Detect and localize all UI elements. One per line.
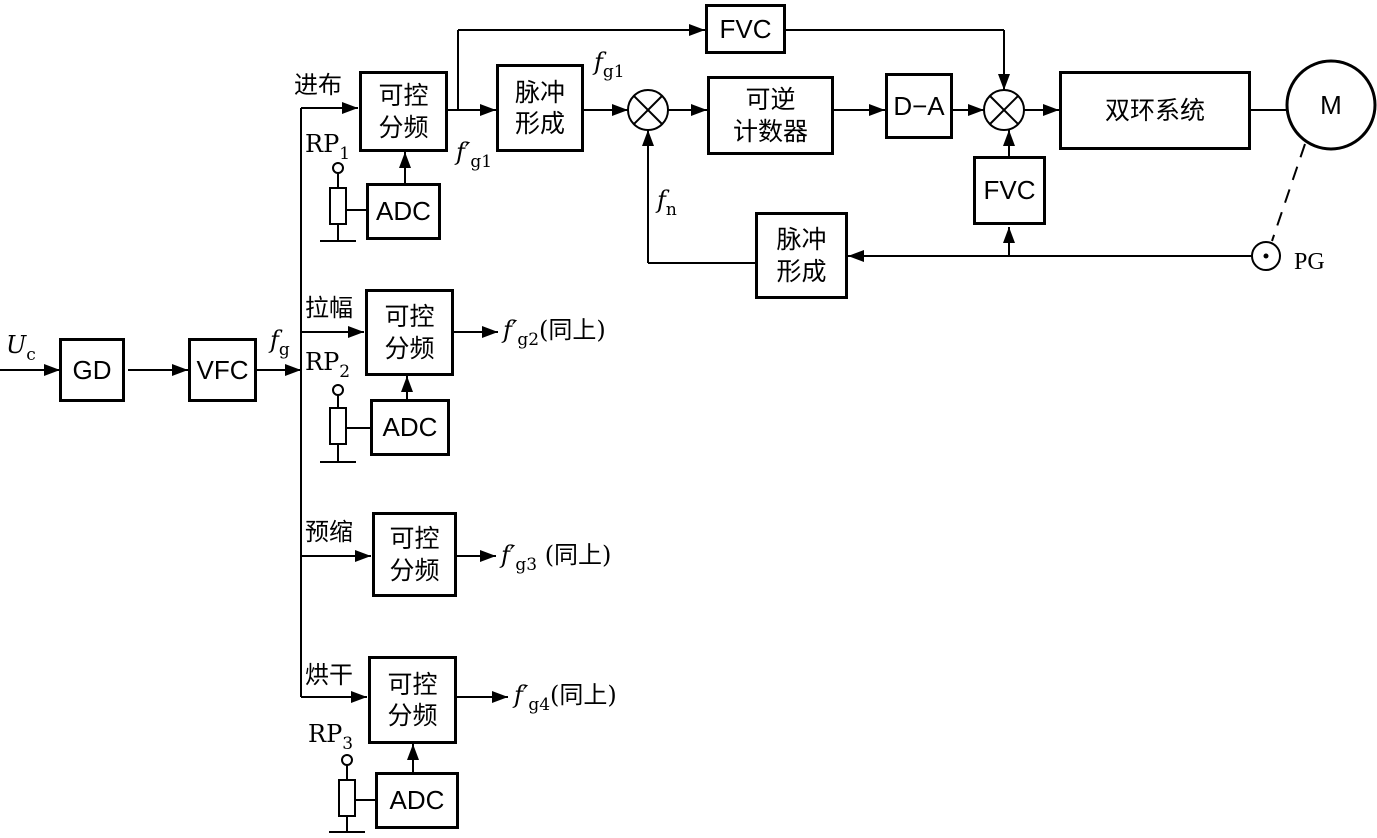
counter-label-line1: 可逆: [745, 85, 796, 115]
pulse-forming-block-top: 脉冲 形成: [496, 64, 584, 152]
gd-label: GD: [72, 354, 112, 385]
divider-label-line1: 可控: [378, 81, 429, 111]
divider-label-line1: 可控: [384, 302, 435, 332]
pg-label: PG: [1294, 249, 1325, 275]
vfc-label: VFC: [196, 354, 249, 385]
branch-label-3: 预缩: [305, 518, 353, 546]
divider-block-2: 可控 分频: [365, 289, 454, 376]
divider-block-1: 可控 分频: [359, 71, 448, 152]
adc-block-1: ADC: [366, 183, 441, 240]
input-signal-label: Uc: [6, 331, 36, 365]
motor-label-box: M: [1291, 65, 1371, 145]
motor-label: M: [1320, 89, 1342, 120]
branch-label-4: 烘干: [305, 661, 353, 689]
arrow-head: [480, 104, 496, 116]
arrow-head: [172, 364, 188, 376]
fg1-prime-label: f′g1: [456, 138, 493, 172]
fg1-label: fg1: [594, 48, 625, 82]
vfc-block: VFC: [188, 338, 257, 402]
divider-label-line2: 分频: [389, 555, 440, 585]
branch-label-1: 进布: [294, 71, 342, 99]
fg4-output-label: f′g4(同上): [514, 681, 617, 715]
divider-label-line2: 分频: [378, 112, 429, 142]
da-block: D−A: [885, 73, 953, 139]
arrow-head: [348, 326, 364, 338]
arrow-head: [612, 104, 628, 116]
arrow-head: [480, 550, 496, 562]
pulse-forming-label-line1: 脉冲: [514, 77, 565, 107]
arrow-head: [355, 550, 371, 562]
fvc-block-lower: FVC: [973, 156, 1046, 225]
pulse-forming-label-line2: 形成: [776, 256, 827, 286]
pg-sensor-center: [1263, 253, 1269, 259]
adc-label: ADC: [376, 196, 431, 227]
da-label: D−A: [893, 90, 945, 121]
arrow-head: [968, 104, 984, 116]
arrow-head: [998, 74, 1010, 90]
divider-label-line2: 分频: [387, 701, 438, 730]
adc-label: ADC: [389, 785, 445, 816]
arrow-head: [1043, 104, 1059, 116]
arrow-head: [285, 364, 301, 376]
potentiometer-terminal: [332, 384, 344, 396]
rp3-label: RP3: [308, 720, 354, 754]
counter-block: 可逆 计数器: [707, 76, 834, 155]
fvc-block-top: FVC: [705, 4, 786, 54]
counter-label-line2: 计数器: [732, 116, 808, 146]
divider-label-line2: 分频: [384, 333, 435, 363]
arrow-head: [44, 364, 60, 376]
arrow-head: [689, 24, 705, 36]
pulse-forming-label-line2: 形成: [514, 109, 565, 138]
arrow-head: [869, 104, 885, 116]
arrow-head: [492, 691, 508, 703]
divider-block-4: 可控 分频: [368, 656, 457, 744]
arrow-head: [848, 250, 864, 262]
arrow-head: [342, 102, 358, 114]
arrow-head: [642, 130, 654, 146]
arrow-head: [401, 376, 413, 392]
fvc-label: FVC: [719, 13, 772, 44]
potentiometer-terminal: [341, 754, 353, 766]
dual-loop-label: 双环系统: [1104, 95, 1205, 125]
fg2-output-label: f′g2(同上): [503, 316, 606, 350]
motor-shaft-link: [1271, 143, 1306, 242]
adc-label: ADC: [382, 412, 438, 443]
divider-label-line1: 可控: [387, 669, 438, 699]
pulse-forming-block-bottom: 脉冲 形成: [755, 212, 848, 299]
branch-label-2: 拉幅: [305, 294, 353, 322]
fvc-label: FVC: [983, 175, 1036, 206]
gd-block: GD: [59, 338, 125, 402]
divider-label-line1: 可控: [389, 524, 440, 554]
arrow-head: [1003, 130, 1015, 146]
potentiometer-body: [329, 187, 347, 225]
potentiometer-body: [338, 779, 356, 817]
arrow-head: [482, 326, 498, 338]
arrow-head: [399, 152, 411, 168]
arrow-head: [351, 691, 367, 703]
arrow-head: [407, 744, 419, 760]
motor-symbol: [1285, 59, 1377, 151]
potentiometer-body: [329, 407, 347, 445]
pulse-forming-label-line1: 脉冲: [776, 225, 827, 255]
fn-label: fn: [657, 186, 677, 220]
arrow-head: [1003, 227, 1015, 243]
divider-block-3: 可控 分频: [372, 512, 457, 597]
potentiometer-terminal: [332, 162, 344, 174]
summing-cross: [989, 95, 1019, 125]
summing-cross: [633, 95, 663, 125]
arrow-head: [691, 104, 707, 116]
rp2-label: RP2: [305, 348, 351, 382]
adc-block-2: ADC: [370, 399, 450, 456]
fg3-output-label: f′g3 (同上): [501, 541, 612, 575]
dual-loop-block: 双环系统: [1059, 71, 1251, 150]
fg-label: fg: [270, 326, 290, 360]
adc-block-3: ADC: [375, 772, 459, 829]
rp1-label: RP1: [305, 130, 351, 164]
